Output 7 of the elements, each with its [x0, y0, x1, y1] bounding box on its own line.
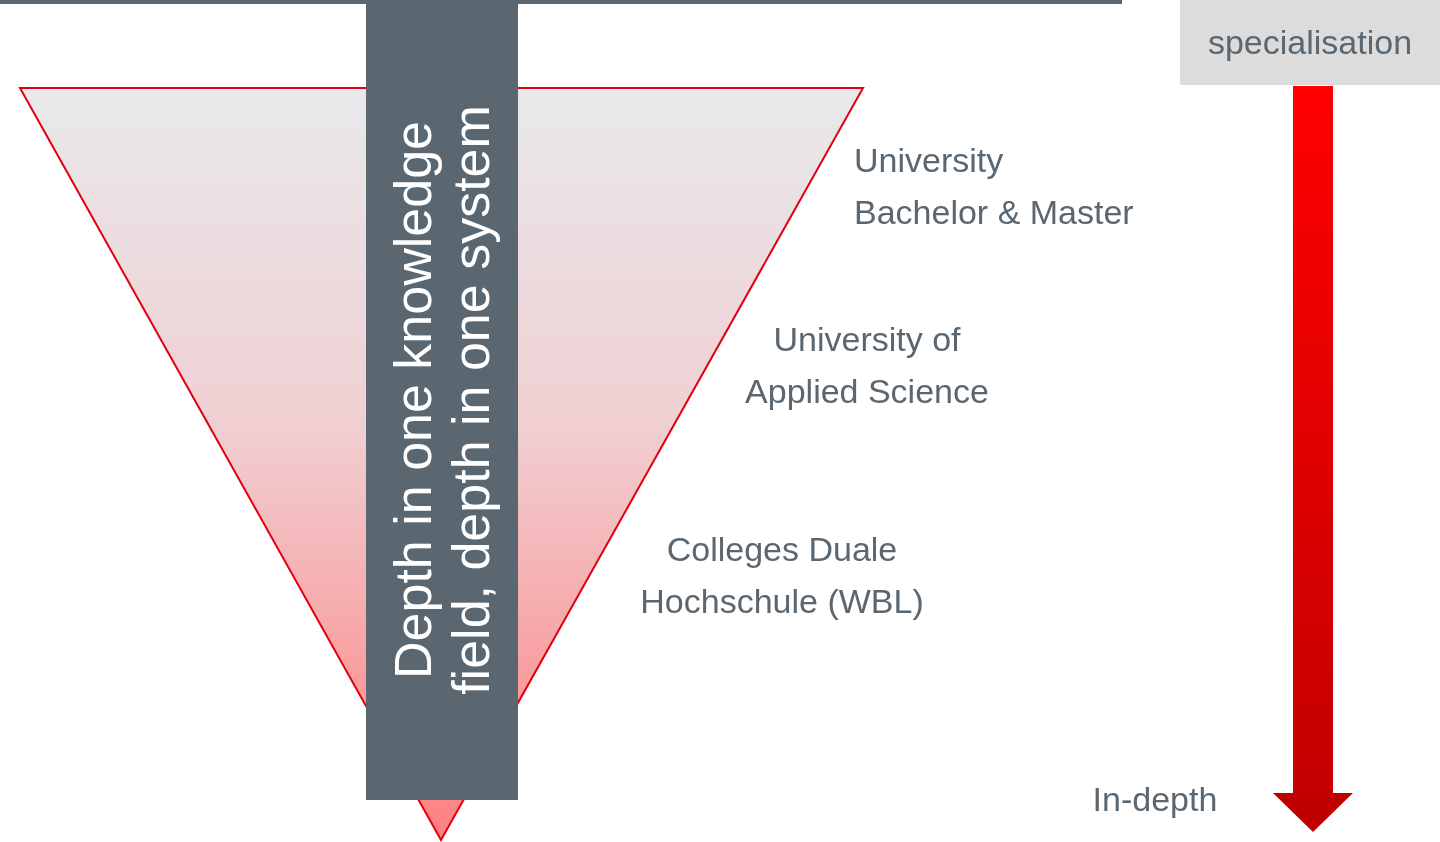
- banner-text: Depth in one knowledge field, depth in one system: [384, 104, 500, 697]
- heading-box: [1180, 0, 1440, 85]
- heading-text: specialisation: [1207, 22, 1413, 63]
- level-label: Colleges Duale Hochschule (WBL): [639, 529, 925, 622]
- level-label: University of Applied Science: [744, 319, 990, 412]
- axis-label: In-depth: [1091, 779, 1219, 820]
- level-label: University Bachelor & Master: [854, 140, 1134, 233]
